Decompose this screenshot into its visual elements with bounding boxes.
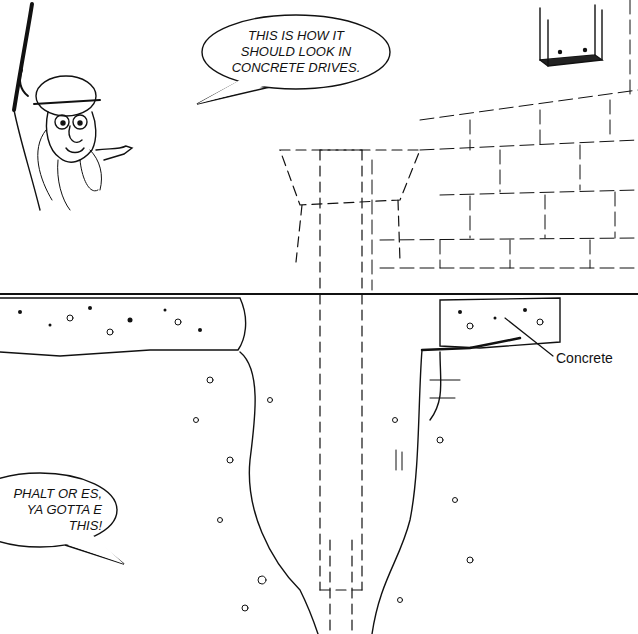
speech-bubble: THIS IS HOW IT SHOULD LOOK IN CONCRETE D… [201, 14, 391, 90]
bubble-ellipse [0, 473, 117, 547]
bubble-tail-fill [63, 535, 124, 564]
meter-box [540, 5, 602, 66]
post-outline [280, 150, 420, 634]
concrete-slab [0, 298, 560, 356]
excavation [194, 350, 474, 634]
leader-line [505, 318, 553, 356]
speech-text: THIS IS HOW IT SHOULD LOOK IN CONCRETE D… [223, 28, 369, 76]
part-label: Concrete [556, 350, 613, 366]
bubble-tail-fill [197, 77, 271, 104]
bubble-ellipse [202, 15, 390, 89]
ground-line [0, 293, 638, 295]
gnome-figure [14, 4, 132, 210]
speech-bubble: PHALT OR ES, YA GOTTA E THIS! [0, 472, 118, 548]
brick-wall [372, 0, 638, 290]
speech-text: PHALT OR ES, YA GOTTA E THIS! [6, 486, 102, 534]
